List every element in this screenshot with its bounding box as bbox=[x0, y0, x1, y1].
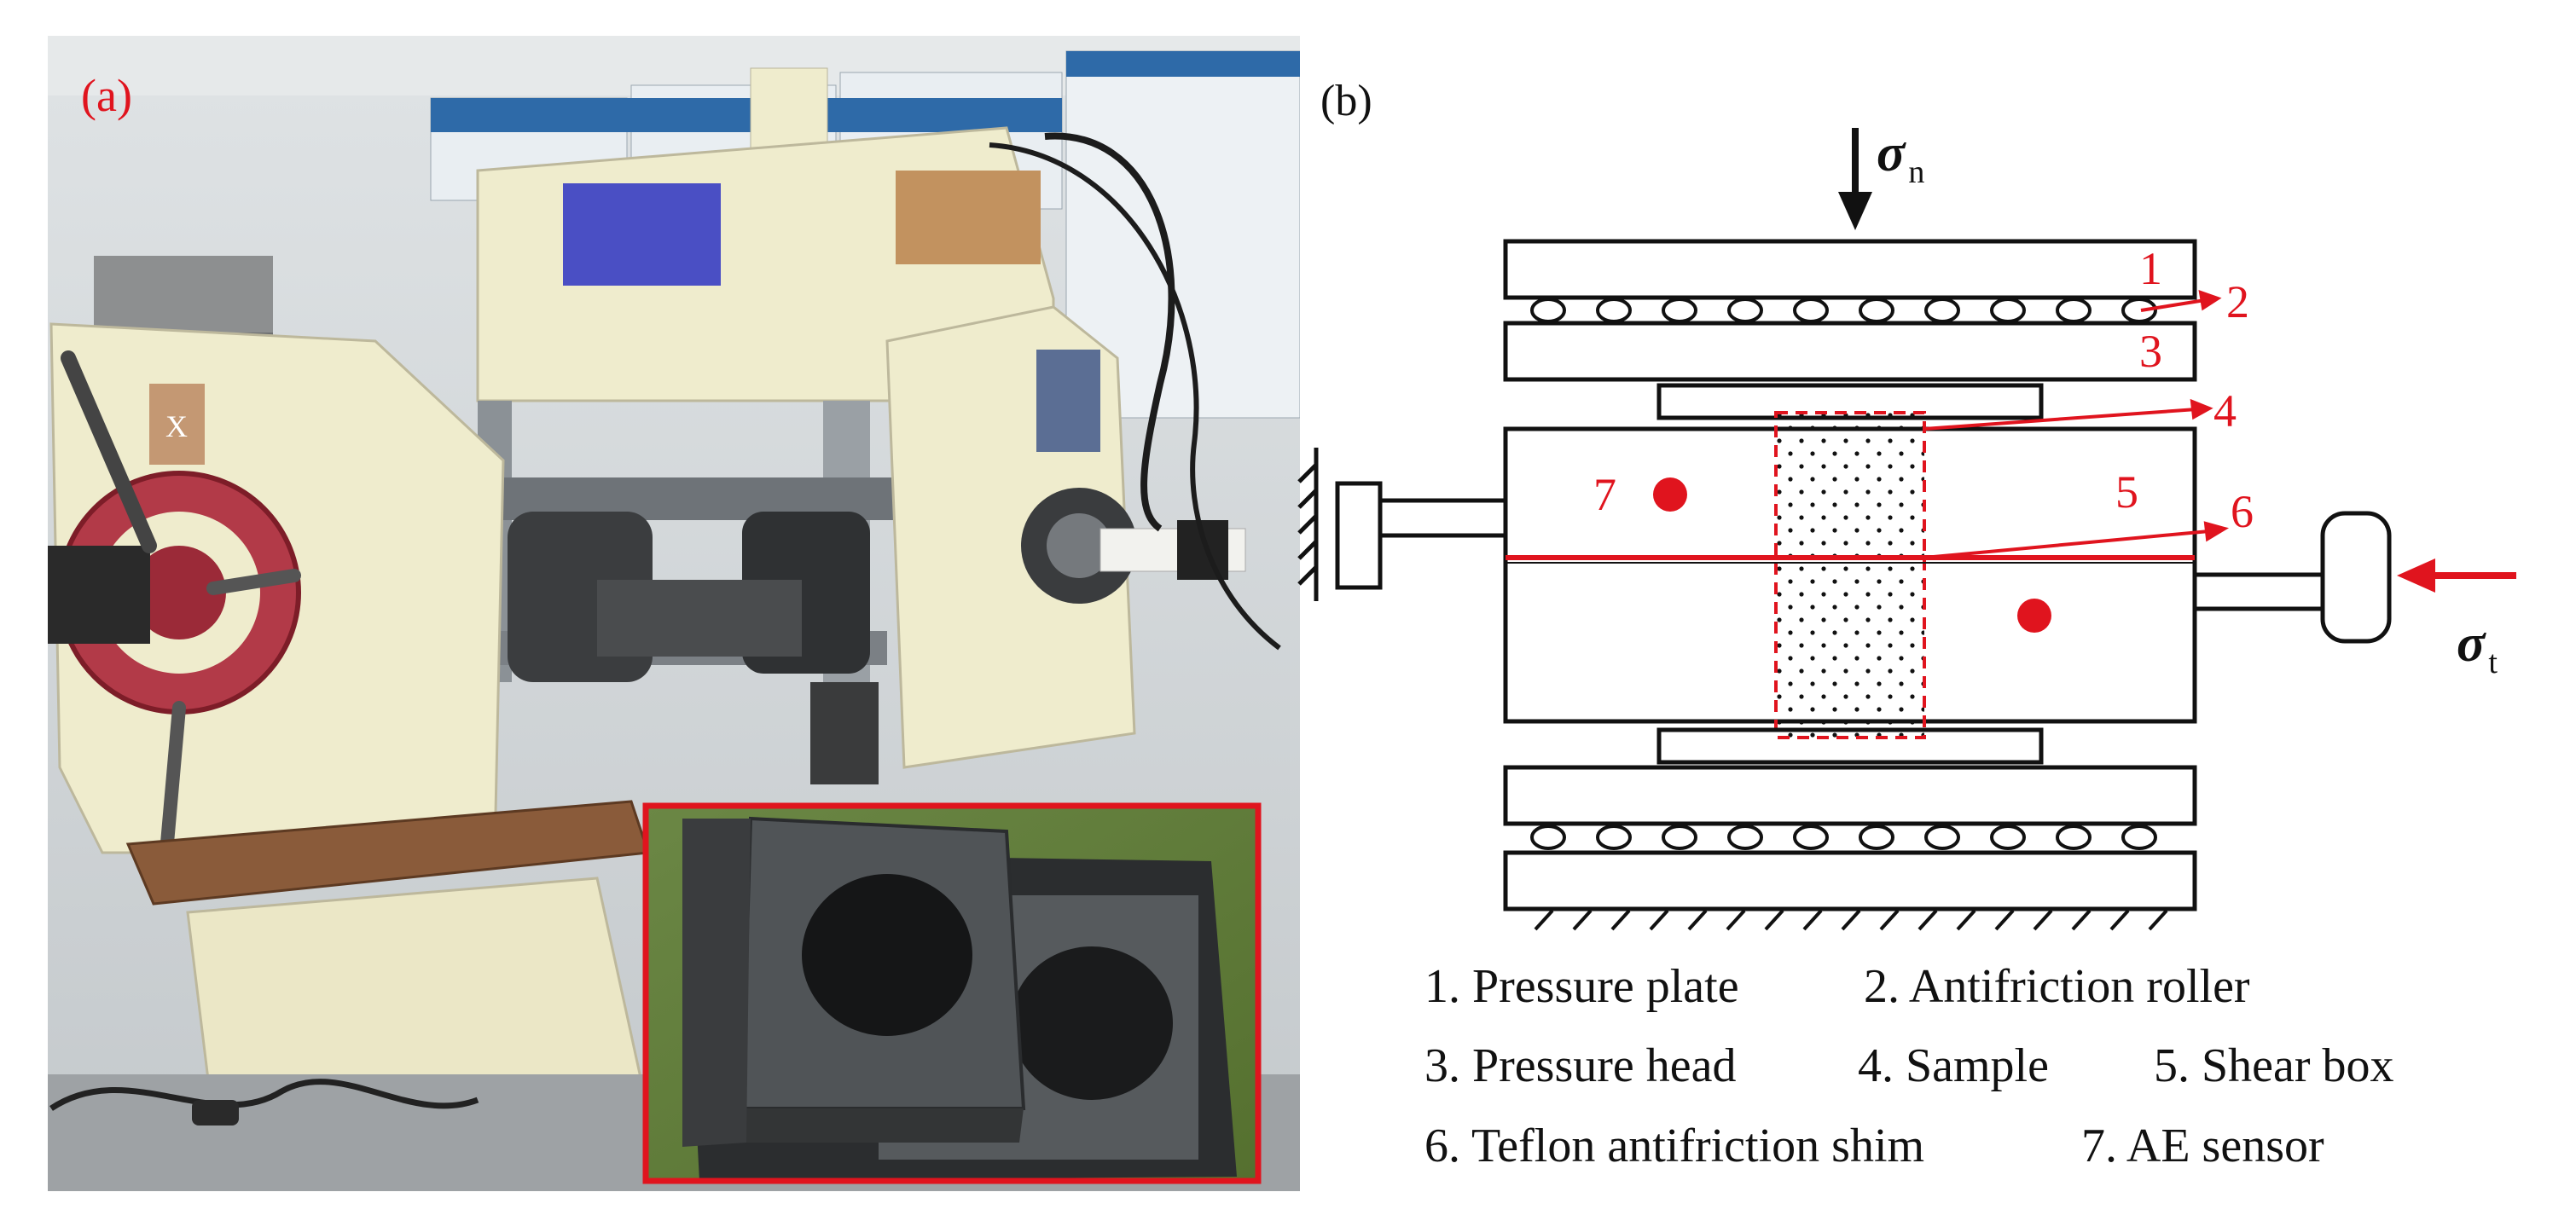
sigma-n: σ bbox=[1877, 124, 1906, 182]
sample bbox=[1774, 411, 1926, 739]
legend-item-6: 6. Teflon antifriction shim bbox=[1424, 1120, 1924, 1172]
lower-hole bbox=[1011, 946, 1173, 1100]
inset-border bbox=[642, 802, 1262, 1184]
shelf bbox=[94, 256, 273, 333]
cable bbox=[989, 142, 1281, 651]
sigma-t: σ bbox=[2457, 615, 2486, 673]
cable bbox=[1044, 132, 1175, 532]
panel-a-photo: X bbox=[48, 36, 1300, 1191]
name-plate bbox=[896, 171, 1041, 264]
normal-stress-arrow bbox=[1838, 128, 1872, 230]
spring bbox=[48, 546, 150, 644]
sigma-n-subscript: n bbox=[1908, 154, 1924, 190]
legend-item-2: 2. Antifriction roller bbox=[1864, 960, 2250, 1013]
legend-item-3: 3. Pressure head bbox=[1424, 1039, 1736, 1092]
floor-cable bbox=[49, 1079, 479, 1111]
ae-sensor-upper bbox=[1653, 477, 1687, 512]
poster-banner bbox=[431, 98, 1062, 132]
label-plate bbox=[563, 183, 721, 286]
top-pressure-plate bbox=[1503, 239, 2197, 300]
right-plate bbox=[1036, 350, 1100, 452]
floor-block bbox=[192, 1100, 239, 1126]
upper-hole bbox=[802, 874, 972, 1036]
ground-hatching bbox=[1534, 909, 2168, 931]
right-flange-inner bbox=[1047, 513, 1111, 578]
right-loading-piston bbox=[2195, 511, 2392, 644]
inset-shear-box-photo bbox=[646, 806, 1258, 1181]
legend-item-7: 7. AE sensor bbox=[2081, 1120, 2324, 1172]
bottom-pressure-plate bbox=[1503, 850, 2197, 911]
tangential-stress-arrow bbox=[2397, 558, 2516, 593]
num-3: 3 bbox=[2139, 326, 2162, 377]
num-7: 7 bbox=[1593, 469, 1616, 520]
num-2: 2 bbox=[2226, 276, 2249, 327]
sigma-t-subscript: t bbox=[2488, 645, 2498, 680]
handle bbox=[61, 350, 157, 553]
left-fixed-support bbox=[1297, 448, 1506, 601]
column-base bbox=[810, 682, 879, 784]
num-6: 6 bbox=[2231, 486, 2254, 537]
bottom-rollers bbox=[1530, 825, 2157, 850]
bottom-spacer bbox=[1656, 727, 2044, 765]
num-4: 4 bbox=[2213, 385, 2237, 437]
legend-item-4: 4. Sample bbox=[1858, 1039, 2049, 1092]
panel-b-label: (b) bbox=[1320, 77, 1372, 125]
legend: 1. Pressure plate 2. Antifriction roller… bbox=[1424, 960, 2394, 1172]
legend-item-1: 1. Pressure plate bbox=[1424, 960, 1739, 1013]
side-plate bbox=[682, 819, 751, 1147]
handle bbox=[206, 569, 301, 595]
left-tag bbox=[149, 384, 205, 465]
num-1: 1 bbox=[2139, 243, 2162, 294]
panel-a-label: (a) bbox=[81, 70, 132, 121]
callout-leaders bbox=[1923, 289, 2230, 559]
handle bbox=[160, 701, 186, 859]
poster-banner bbox=[1066, 51, 1300, 77]
gear bbox=[597, 580, 802, 657]
machine-tag-text: X bbox=[165, 409, 188, 443]
top-pressure-head bbox=[1503, 321, 2197, 382]
legend-item-5: 5. Shear box bbox=[2154, 1039, 2394, 1092]
hand-wheel-core bbox=[132, 546, 226, 639]
ae-sensor-lower bbox=[2017, 599, 2051, 633]
num-5: 5 bbox=[2115, 466, 2138, 518]
upper-box-front bbox=[742, 1108, 1024, 1143]
bottom-pressure-head bbox=[1503, 765, 2197, 826]
top-rollers bbox=[1530, 298, 2157, 323]
